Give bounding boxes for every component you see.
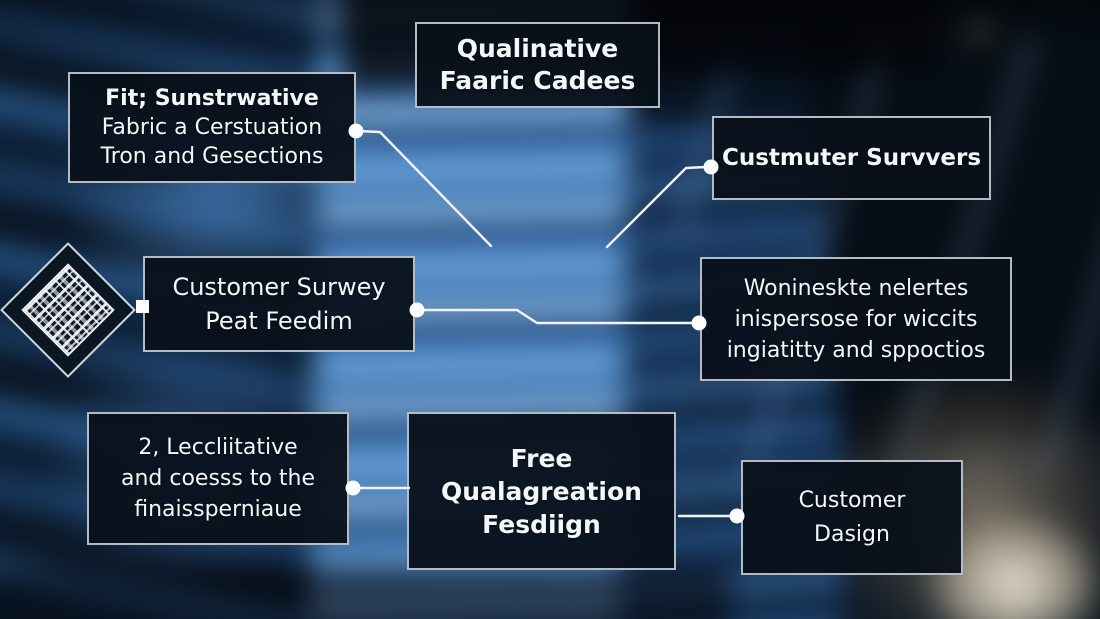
node-line: ingiatitty and sppoctios: [726, 337, 986, 363]
node-line: Custmuter Survvers: [721, 145, 982, 171]
node-line: Fabric a Cerstuation: [101, 115, 323, 140]
node-line: Qualagreation: [441, 476, 642, 506]
node-line: Customer Surwey: [172, 273, 386, 301]
node-line: finaissperniaue: [134, 497, 302, 522]
node-top-center: Qualinative Faaric Cadees: [415, 22, 660, 108]
node-line: Customer: [798, 487, 906, 513]
node-top-left: Fit; Sunstrwative Fabric a Cerstuation T…: [68, 72, 356, 183]
node-line: Dasign: [814, 521, 890, 547]
node-bottom-right: Customer Dasign: [741, 460, 963, 575]
node-bottom-left: 2, Leccliitative and coesss to the finai…: [87, 412, 349, 545]
node-line: Fesdiign: [482, 509, 601, 539]
node-mid-right: Wonineskte nelertes inispersose for wicc…: [700, 257, 1012, 381]
node-line: Fit; Sunstrwative: [105, 86, 319, 111]
bg-shape: [0, 565, 730, 619]
node-line: Free: [510, 443, 573, 473]
node-line: 2, Leccliitative: [138, 435, 298, 460]
node-line: Wonineskte nelertes: [743, 275, 969, 301]
node-bottom-center: Free Qualagreation Fesdiign: [407, 412, 676, 570]
node-line: Peat Feedim: [205, 307, 353, 335]
node-mid-left: Customer Surwey Peat Feedim: [143, 256, 415, 352]
node-line: Faaric Cadees: [439, 66, 636, 95]
node-line: inispersose for wiccits: [734, 306, 978, 332]
node-line: and coesss to the: [120, 466, 316, 491]
node-line: Tron and Gesections: [100, 144, 324, 169]
node-customer-surveys: Custmuter Survvers: [712, 116, 991, 200]
node-line: Qualinative: [456, 34, 619, 63]
